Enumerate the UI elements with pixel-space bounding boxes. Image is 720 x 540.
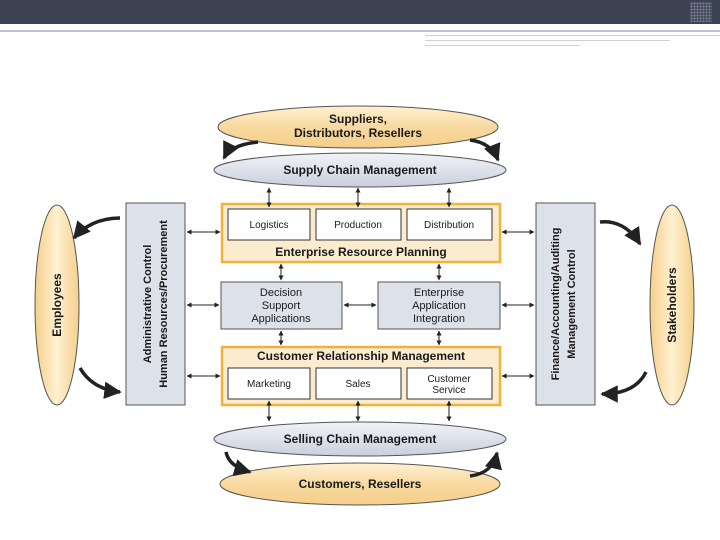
- eai-label-3: Integration: [413, 313, 465, 325]
- dss-box: Decision Support Applications: [220, 281, 343, 330]
- curved-arrow-bottom-left: [224, 451, 252, 477]
- curved-arrow-top-left: [222, 139, 259, 160]
- admin-label-1: Administrative Control: [142, 245, 154, 364]
- erp-box: Logistics Production Distribution Enterp…: [220, 202, 502, 264]
- crm-label: Customer Relationship Management: [257, 349, 465, 363]
- distribution-label: Distribution: [424, 220, 474, 231]
- logistics-label: Logistics: [250, 220, 289, 231]
- selling-chain-ellipse: Selling Chain Management: [213, 421, 507, 457]
- selling-chain-label: Selling Chain Management: [284, 432, 437, 446]
- dss-label-2: Support: [262, 300, 301, 312]
- employees-label: Employees: [50, 273, 64, 337]
- accent-line-1: [0, 30, 720, 32]
- dss-label-3: Applications: [251, 313, 311, 325]
- erp-label: Enterprise Resource Planning: [275, 245, 446, 259]
- accent-line-2: [425, 35, 720, 36]
- admin-label-2: Human Resources/Procurement: [158, 220, 170, 388]
- admin-panel: Administrative Control Human Resources/P…: [125, 202, 186, 406]
- slide-top-bar: [0, 0, 720, 24]
- marketing-label: Marketing: [247, 379, 291, 390]
- supply-chain-ellipse: Supply Chain Management: [213, 152, 507, 188]
- suppliers-ellipse: Suppliers, Distributors, Resellers: [217, 105, 499, 149]
- production-label: Production: [334, 220, 382, 231]
- crm-box: Customer Relationship Management Marketi…: [220, 345, 502, 407]
- connector-arrows: [186, 187, 535, 422]
- curved-arrow-left-bottom: [78, 367, 122, 399]
- curved-arrow-right-top: [599, 219, 642, 246]
- suppliers-label-2: Distributors, Resellers: [294, 126, 422, 140]
- finance-label-1: Finance/Accounting/Auditing: [550, 228, 562, 381]
- stakeholders-ellipse: Stakeholders: [649, 204, 695, 406]
- accent-line-3: [425, 40, 670, 41]
- employees-ellipse: Employees: [34, 204, 80, 406]
- customer-service-label-2: Service: [432, 385, 466, 396]
- curved-arrow-right-bottom: [600, 371, 648, 403]
- finance-label-2: Management Control: [566, 249, 578, 358]
- eai-box: Enterprise Application Integration: [377, 281, 501, 330]
- supply-chain-label: Supply Chain Management: [283, 163, 436, 177]
- dss-label-1: Decision: [260, 287, 302, 299]
- eai-label-1: Enterprise: [414, 287, 464, 299]
- curved-arrow-bottom-right: [469, 451, 502, 478]
- curved-arrow-top-right: [469, 138, 501, 162]
- customers-label: Customers, Resellers: [299, 477, 422, 491]
- sales-label: Sales: [345, 379, 370, 390]
- curved-arrow-left-top: [72, 216, 121, 240]
- eai-label-2: Application: [412, 300, 466, 312]
- accent-line-4: [425, 45, 580, 46]
- customers-ellipse: Customers, Resellers: [219, 462, 501, 506]
- customer-service-label-1: Customer: [427, 374, 471, 385]
- stakeholders-label: Stakeholders: [665, 267, 679, 343]
- suppliers-label-1: Suppliers,: [329, 112, 387, 126]
- top-bar-dot-pattern: [690, 2, 712, 22]
- finance-panel: Finance/Accounting/Auditing Management C…: [535, 202, 596, 406]
